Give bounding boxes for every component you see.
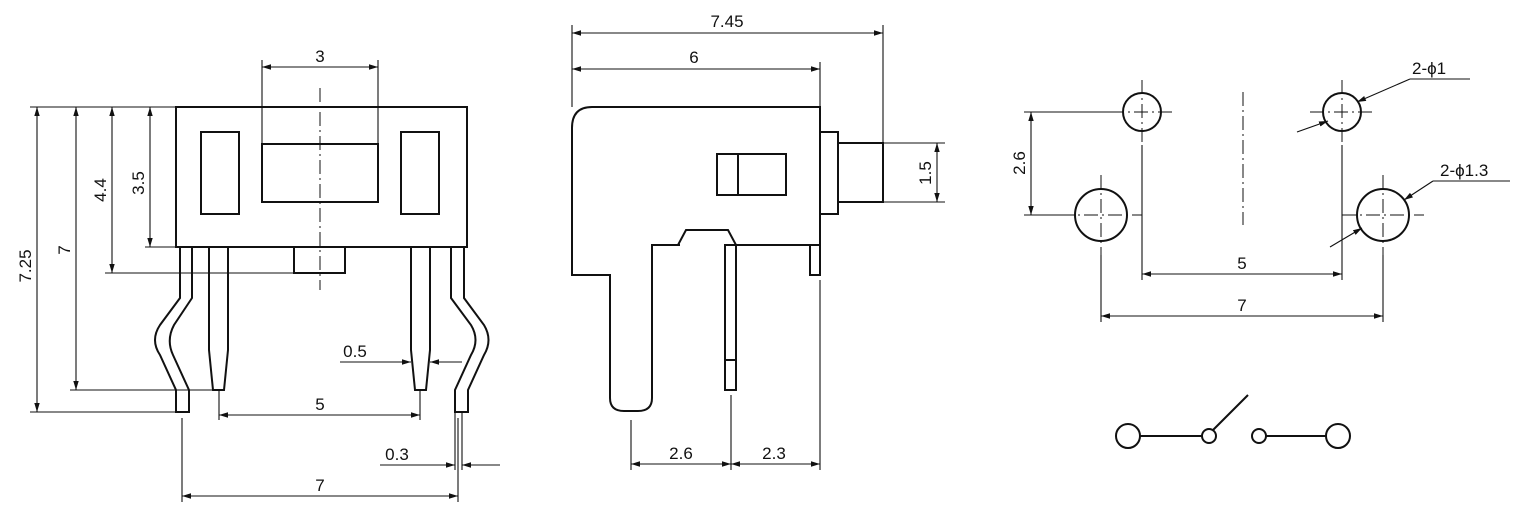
dim-front-0-3: 0.3 xyxy=(385,445,409,464)
front-pin-inner-right xyxy=(410,247,431,391)
dim-front-3: 3 xyxy=(315,47,324,66)
side-view: 7.45 6 1.5 2.6 2.3 xyxy=(571,12,945,470)
side-housing xyxy=(571,106,821,412)
front-pin-outer-left xyxy=(154,247,193,413)
front-view: 3 7.25 7 4.4 3.5 0.5 5 0.3 7 xyxy=(16,47,500,502)
dim-front-4-4: 4.4 xyxy=(91,178,110,202)
dim-front-7-25: 7.25 xyxy=(16,249,35,282)
dim-side-2-6: 2.6 xyxy=(669,444,693,463)
side-slider xyxy=(716,153,787,196)
front-notch xyxy=(293,247,346,274)
side-actuator xyxy=(837,142,884,203)
front-body xyxy=(175,106,468,248)
dim-pcb-5: 5 xyxy=(1237,254,1246,273)
schematic-switch-arm xyxy=(1212,394,1249,431)
dim-front-7: 7 xyxy=(55,245,74,254)
dim-side-6: 6 xyxy=(689,48,698,67)
front-window-right xyxy=(400,131,440,215)
dim-pcb-7: 7 xyxy=(1237,296,1246,315)
side-pin xyxy=(724,244,737,391)
dim-side-7-45: 7.45 xyxy=(710,12,743,31)
schematic-terminal-left xyxy=(1115,423,1141,449)
pcb-hole-small-label: 2-ϕ1 xyxy=(1412,59,1446,78)
pcb-layout: 2.6 5 7 2-ϕ1 2-ϕ1.3 xyxy=(1010,59,1510,322)
dim-side-2-3: 2.3 xyxy=(762,444,786,463)
dim-pcb-2-6: 2.6 xyxy=(1010,151,1029,175)
front-window-left xyxy=(200,131,240,215)
schematic-terminal-right xyxy=(1325,423,1351,449)
front-pin-outer-right xyxy=(450,247,490,413)
switch-schematic xyxy=(1115,394,1351,449)
dim-side-1-5: 1.5 xyxy=(916,161,935,185)
dim-front-7-bottom: 7 xyxy=(315,476,324,495)
schematic-contact xyxy=(1251,428,1267,444)
schematic-pivot xyxy=(1201,428,1217,444)
dim-front-5: 5 xyxy=(315,395,324,414)
pcb-hole-large-label: 2-ϕ1.3 xyxy=(1440,161,1488,180)
front-pin-inner-left xyxy=(208,247,229,391)
dim-front-0-5: 0.5 xyxy=(343,342,367,361)
side-actuator-step xyxy=(819,131,839,215)
dim-front-3-5: 3.5 xyxy=(129,171,148,195)
